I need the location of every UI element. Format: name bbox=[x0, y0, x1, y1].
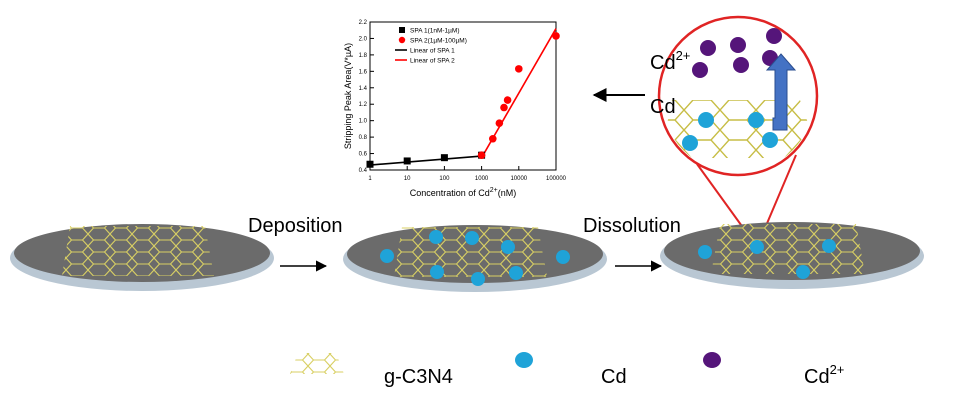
chart-xtick-label: 1000 bbox=[475, 176, 489, 182]
chart-ytick-label: 1.4 bbox=[359, 86, 368, 92]
chart-ylabel: Stripping Peak Area(V*µA) bbox=[343, 43, 353, 149]
cd-particle bbox=[465, 231, 479, 245]
zoom-cd-particle bbox=[698, 112, 714, 128]
chart-xlabel-sup: 2+ bbox=[490, 187, 498, 194]
chart-ytick-label: 1.0 bbox=[359, 119, 368, 125]
chart-plot-area bbox=[369, 21, 557, 171]
zoom-ion-label: Cd2+ bbox=[650, 48, 690, 74]
legend-fit-label: Linear of SPA 2 bbox=[410, 58, 455, 65]
zoom-metal-label: Cd bbox=[650, 96, 676, 118]
chart-point-spa2 bbox=[495, 119, 504, 127]
cd-particle bbox=[471, 272, 485, 286]
chart-xtick-label: 1 bbox=[368, 176, 372, 182]
zoom-cd-particle bbox=[748, 112, 764, 128]
chart-ytick-label: 1.6 bbox=[359, 69, 368, 75]
legend-gc3n4-swatch bbox=[290, 353, 344, 374]
cd-particle bbox=[509, 266, 523, 280]
legend-cd2-swatch bbox=[703, 352, 721, 368]
cd-particle bbox=[501, 240, 515, 254]
chart-xlabel-base: Concentration of Cd bbox=[410, 188, 490, 198]
legend-series-label: SPA 2(1µM-100µM) bbox=[410, 38, 467, 45]
chart-legend: SPA 1(1nM-1µM) SPA 2(1µM-100µM) Linear of … bbox=[395, 27, 467, 65]
cd-particle bbox=[796, 265, 810, 279]
legend-cd2-label: Cd2+ bbox=[804, 362, 844, 388]
chart-ytick-label: 0.8 bbox=[359, 135, 368, 141]
zoom-cd-particle bbox=[762, 132, 778, 148]
electrode-dissolved bbox=[660, 222, 924, 289]
chart-xtick-label: 100000 bbox=[546, 176, 567, 182]
chart-ytick-label: 0.6 bbox=[359, 152, 368, 158]
legend-cd-swatch bbox=[515, 352, 533, 368]
gc3n4-sheet bbox=[62, 226, 214, 276]
zoom-cd-particle bbox=[682, 135, 698, 151]
electrode-deposited bbox=[343, 225, 607, 292]
legend-spa2-marker bbox=[398, 36, 406, 44]
chart-point-spa2 bbox=[500, 103, 508, 112]
zoom-cd2-ion bbox=[733, 57, 749, 73]
electrode-bare bbox=[10, 224, 274, 291]
chart-xlabel-unit: (nM) bbox=[498, 188, 517, 198]
chart-xlabel: Concentration of Cd2+(nM) bbox=[410, 187, 517, 198]
deposition-label: Deposition bbox=[248, 215, 343, 237]
chart-xtick-label: 10 bbox=[404, 176, 411, 182]
legend: g-C3N4 Cd Cd2+ bbox=[290, 352, 844, 388]
legend-fit-label: Linear of SPA 1 bbox=[410, 48, 455, 55]
dissolution-label: Dissolution bbox=[583, 215, 681, 237]
chart-point-spa1 bbox=[440, 154, 448, 162]
chart-point-spa2 bbox=[488, 134, 497, 143]
cd-particle bbox=[750, 240, 764, 254]
cd-particle bbox=[430, 265, 444, 279]
legend-series-label: SPA 1(1nM-1µM) bbox=[410, 28, 460, 35]
chart-ytick-label: 2.0 bbox=[359, 36, 368, 42]
zoom-cd2-ion bbox=[766, 28, 782, 44]
chart-ytick-label: 1.8 bbox=[359, 53, 368, 59]
cd-particle bbox=[698, 245, 712, 259]
legend-gc3n4-label: g-C3N4 bbox=[384, 366, 453, 388]
chart-ytick-label: 0.4 bbox=[359, 168, 368, 174]
zoom-cd2-ion bbox=[730, 37, 746, 53]
chart-ytick-label: 1.2 bbox=[359, 102, 368, 108]
chart-point-spa2 bbox=[503, 96, 512, 104]
chart-point-spa1 bbox=[403, 157, 411, 165]
chart-xtick-label: 100 bbox=[439, 176, 450, 182]
chart-fit-line bbox=[369, 155, 482, 166]
cd-particle bbox=[822, 239, 836, 253]
up-arrow-icon bbox=[765, 53, 797, 131]
legend-spa1-marker bbox=[399, 27, 405, 33]
chart-point-spa2 bbox=[477, 151, 486, 159]
cd-particle bbox=[429, 230, 443, 244]
cd-particle bbox=[380, 249, 394, 263]
gc3n4-sheet bbox=[711, 224, 865, 274]
chart-ytick-label: 2.2 bbox=[359, 20, 368, 26]
legend-cd-label: Cd bbox=[601, 366, 627, 388]
chart-xtick-label: 10000 bbox=[510, 176, 527, 182]
chart-point-spa2 bbox=[552, 32, 560, 40]
zoom-cd2-ion bbox=[692, 62, 708, 78]
chart-point-spa2 bbox=[515, 65, 523, 73]
zoom-callout: Cd2+ Cd bbox=[650, 15, 819, 177]
cd-particle bbox=[556, 250, 570, 264]
stripping-peak-chart: 1 10 100 1000 10000 100000 0.4 0.6 0.8 1.0 1.2 1.4 1… bbox=[343, 20, 567, 198]
zoom-cd2-ion bbox=[700, 40, 716, 56]
chart-point-spa1 bbox=[366, 160, 374, 168]
